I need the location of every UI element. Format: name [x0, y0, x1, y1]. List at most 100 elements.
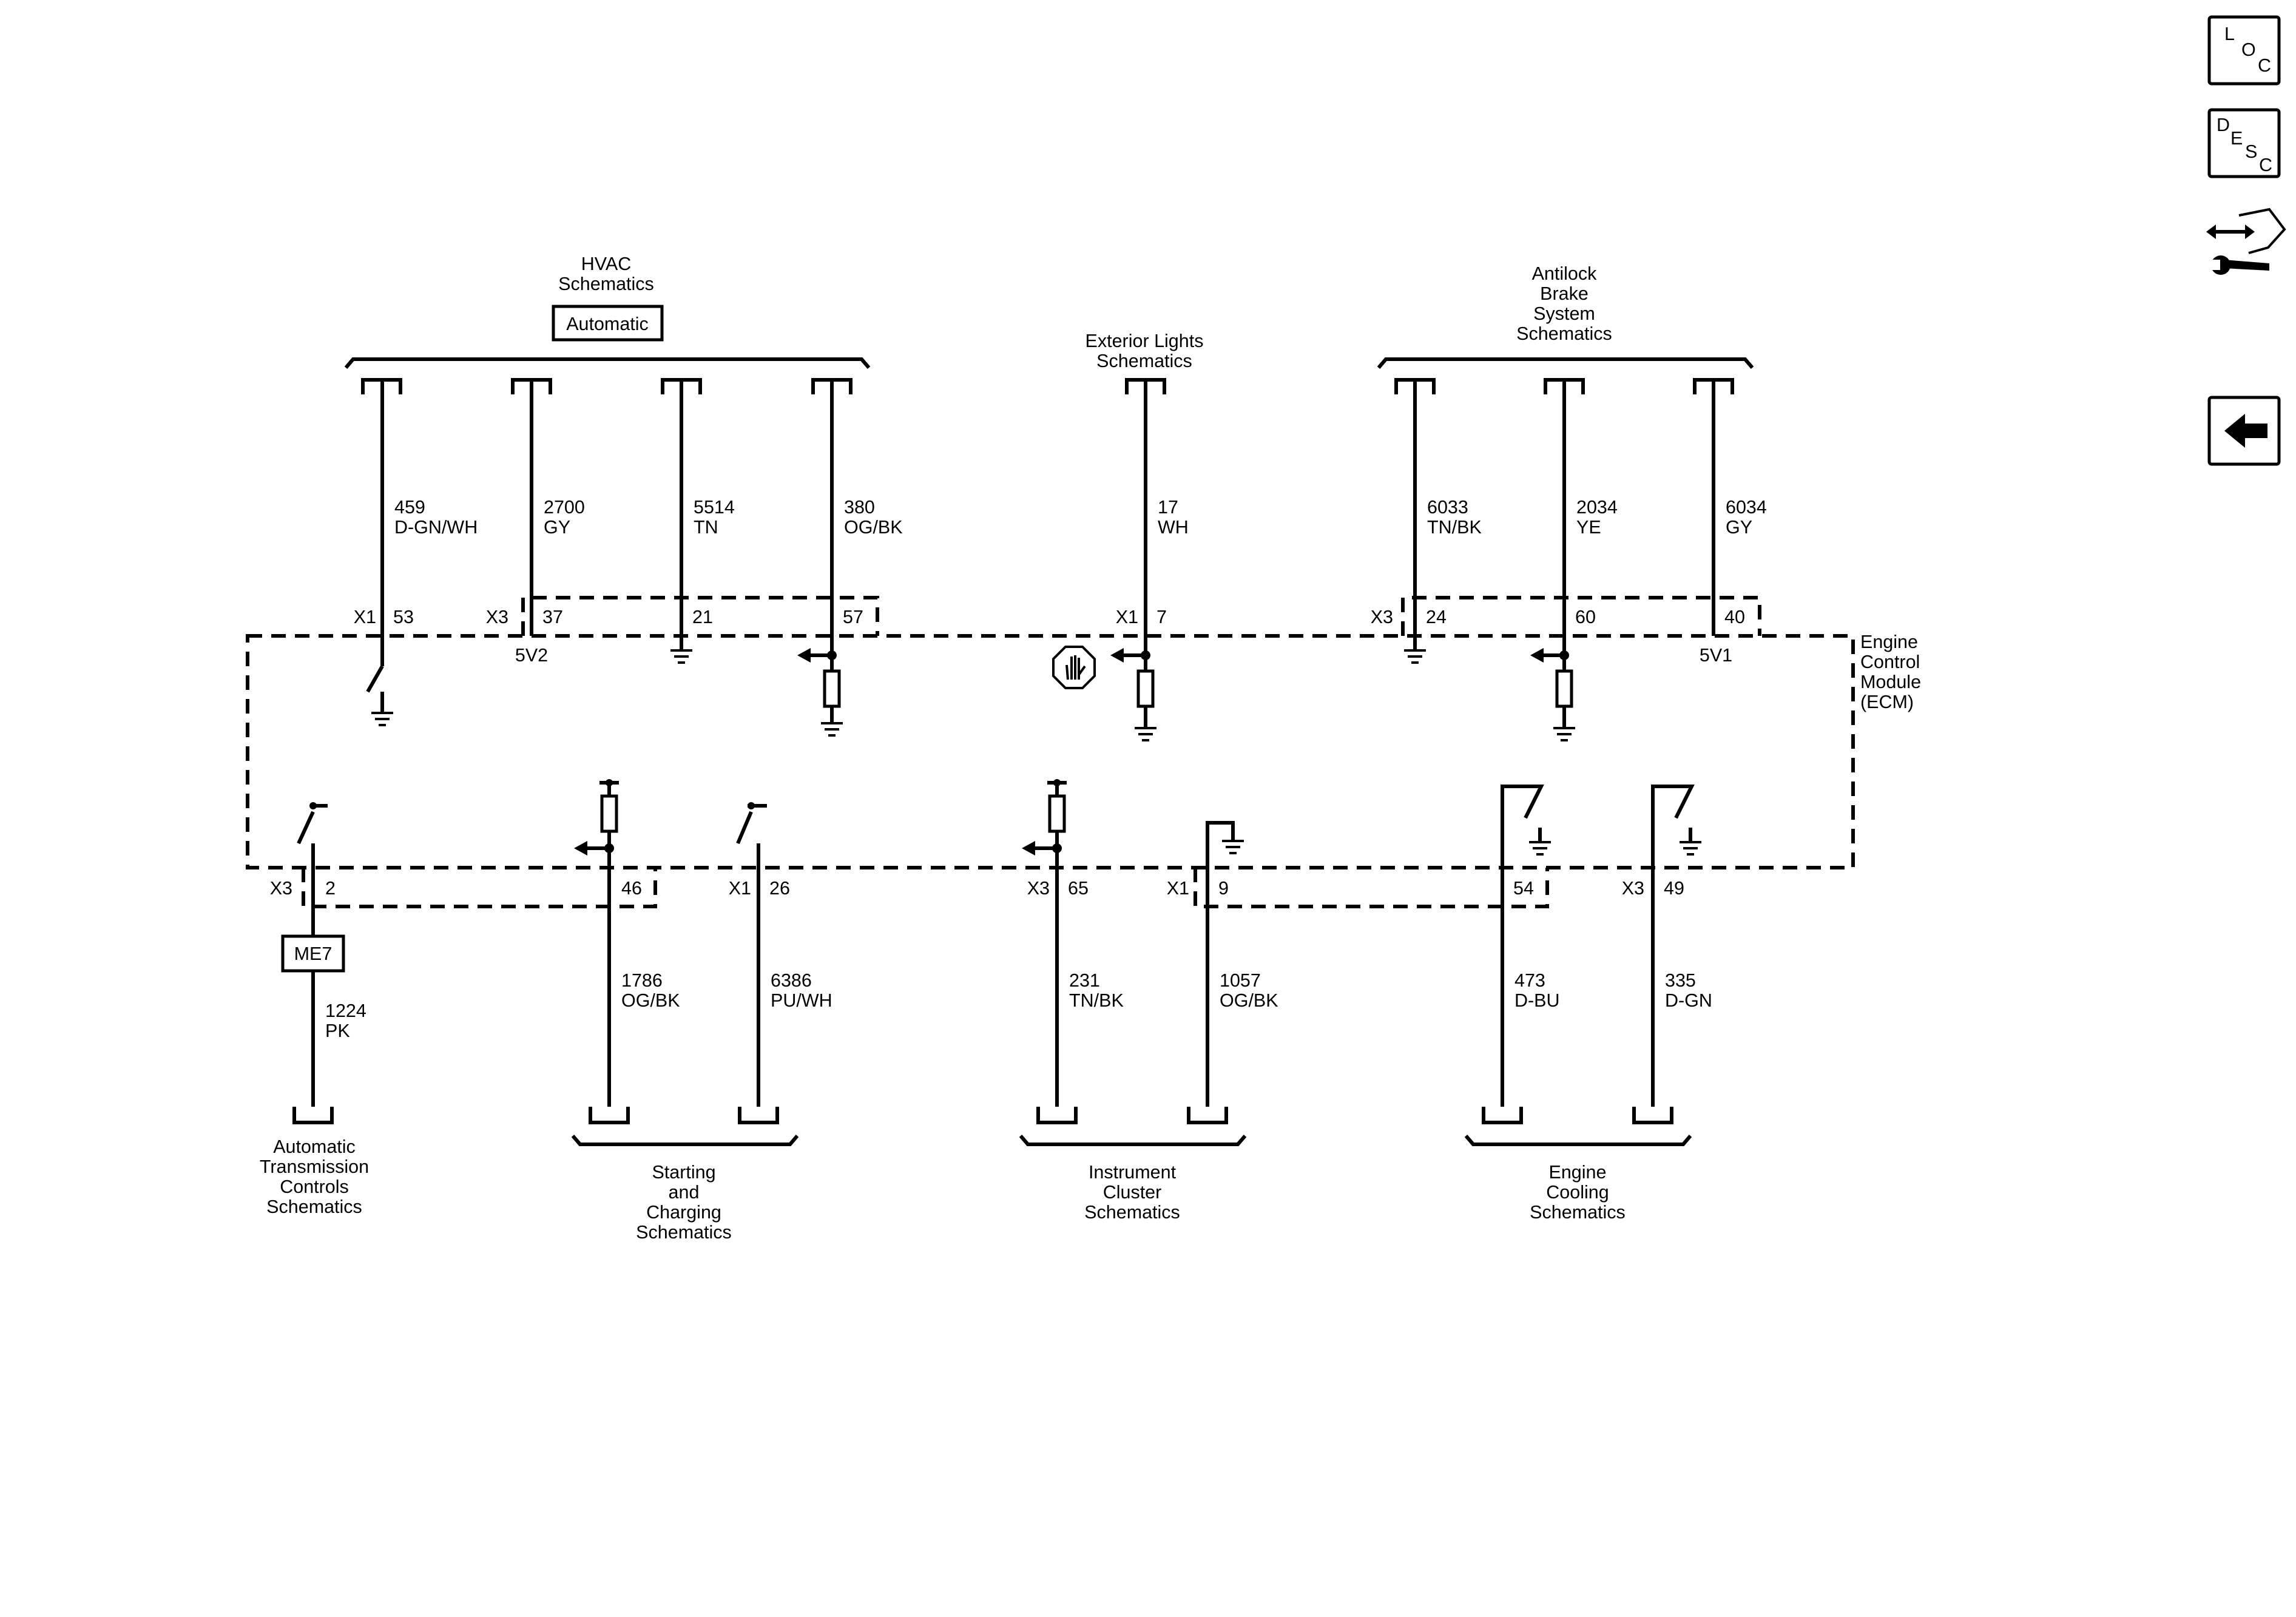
transmission-schematics-label[interactable]: Automatic Transmission Controls Schemati…: [260, 1136, 369, 1217]
hvac-schematics-label[interactable]: HVAC Schematics: [558, 254, 654, 294]
trans-label-line3: Controls: [280, 1176, 349, 1197]
wire-circuit-number: 1057: [1220, 970, 1261, 991]
charging-label-line1: Starting: [652, 1162, 715, 1183]
internal-ground-pin9: [1206, 821, 1244, 868]
pin-number: 26: [769, 878, 790, 899]
connector-id: X3: [270, 878, 292, 899]
cluster-label-line3: Schematics: [1084, 1202, 1180, 1223]
connector-x3-bottom-outline: [302, 868, 657, 908]
connector-id: X3: [1622, 878, 1644, 899]
hvac-option-box: [552, 305, 664, 342]
wire-circuit-number: 380: [844, 497, 875, 518]
charging-label-line4: Schematics: [636, 1222, 732, 1243]
cluster-label-line1: Instrument: [1089, 1162, 1177, 1183]
cluster-group-brace: [1019, 1135, 1247, 1146]
reference-voltage-label: 5V1: [1700, 645, 1732, 666]
bottom-circuit-labels: 1224 PK 1786 OG/BK 6386 PU/WH 231 TN/BK …: [325, 970, 1712, 1041]
wire-circuit-number: 1786: [621, 970, 663, 991]
bottom-wires: [311, 843, 1655, 1107]
connector-id: X1: [1116, 607, 1138, 627]
top-connectors: [361, 378, 1734, 394]
pin-number: 54: [1513, 878, 1534, 899]
charging-group-brace: [571, 1135, 799, 1146]
wire-color: GY: [1726, 517, 1752, 538]
connector-id: X3: [1027, 878, 1050, 899]
ecm-label-line1: Engine: [1860, 632, 1918, 652]
cluster-schematics-label[interactable]: Instrument Cluster Schematics: [1084, 1162, 1180, 1223]
wire-color: WH: [1158, 517, 1189, 538]
wire-circuit-number: 335: [1665, 970, 1696, 991]
splice-pack-box[interactable]: [281, 934, 345, 973]
ground-icon: [1404, 649, 1426, 664]
wire-circuit-number: 459: [394, 497, 425, 518]
desc-label-s: S: [2245, 141, 2257, 162]
trans-label-line2: Transmission: [260, 1156, 369, 1177]
desc-label-c: C: [2259, 155, 2272, 175]
pin-number: 40: [1724, 607, 1745, 627]
exterior-lights-schematics-label[interactable]: Exterior Lights Schematics: [1086, 331, 1204, 371]
charging-label-line3: Charging: [646, 1202, 721, 1223]
pin-number: 49: [1664, 878, 1684, 899]
abs-label-line2: Brake: [1540, 283, 1589, 304]
hvac-label-line1: HVAC: [581, 254, 631, 274]
back-button[interactable]: [2207, 396, 2281, 466]
back-arrow-icon: [2224, 414, 2267, 448]
top-wires: [380, 380, 1715, 671]
connector-id: X3: [486, 607, 508, 627]
internal-resistor-pin65: [1022, 779, 1067, 868]
pin-number: 9: [1218, 878, 1229, 899]
wire-circuit-number: 6033: [1427, 497, 1468, 518]
top-pin-labels: X1 53 X3 37 21 57 X1 7 X3 24 60 40 5V2 5…: [354, 607, 1745, 666]
hvac-option-label: Automatic: [566, 314, 649, 334]
abs-label-line1: Antilock: [1532, 263, 1598, 284]
ecm-label-line2: Control: [1860, 652, 1920, 672]
connector-id: X3: [1371, 607, 1393, 627]
pin-number: 21: [692, 607, 713, 627]
abs-label-line3: System: [1533, 303, 1595, 324]
desc-button[interactable]: D E S C: [2207, 108, 2281, 178]
wire-color: TN: [694, 517, 718, 538]
wire-circuit-number: 17: [1158, 497, 1178, 518]
loc-label-l: L: [2224, 24, 2235, 44]
wire-color: D-GN/WH: [394, 517, 478, 538]
wire-circuit-number: 6386: [771, 970, 812, 991]
wire-color: D-GN: [1665, 990, 1712, 1011]
cooling-label-line2: Cooling: [1546, 1182, 1609, 1203]
charging-schematics-label[interactable]: Starting and Charging Schematics: [636, 1162, 732, 1243]
wire-color: TN/BK: [1427, 517, 1482, 538]
internal-switch-pin2: [297, 802, 328, 845]
internal-switch-pin26: [736, 802, 767, 845]
wire-circuit-number: 6034: [1726, 497, 1767, 518]
wire-circuit-number: 1224: [325, 1001, 366, 1021]
reference-voltage-label: 5V2: [515, 645, 548, 666]
wire-circuit-number: 5514: [694, 497, 735, 518]
abs-schematics-label[interactable]: Antilock Brake System Schematics: [1516, 263, 1612, 344]
abs-label-line4: Schematics: [1516, 323, 1612, 344]
pin-number: 37: [542, 607, 563, 627]
wire-color: YE: [1576, 517, 1601, 538]
cooling-label-line3: Schematics: [1530, 1202, 1626, 1223]
internal-switch-pin54: [1501, 785, 1551, 868]
loc-button[interactable]: L O C: [2207, 15, 2281, 86]
ground-icon: [670, 649, 692, 664]
connector-id: X1: [1167, 878, 1189, 899]
ecm-module-label: Engine Control Module (ECM): [1860, 632, 1921, 712]
ecm-module-outline: [246, 634, 1855, 869]
wire-circuit-number: 2034: [1576, 497, 1618, 518]
internal-resistor-pin46: [574, 779, 619, 868]
pin-number: 24: [1426, 607, 1447, 627]
internal-resistor-pin7: [1110, 648, 1156, 741]
wire-color: OG/BK: [844, 517, 903, 538]
cooling-label-line1: Engine: [1549, 1162, 1607, 1183]
pin-number: 7: [1156, 607, 1167, 627]
cluster-label-line2: Cluster: [1103, 1182, 1162, 1203]
pin-number: 65: [1068, 878, 1089, 899]
pin-number: 60: [1575, 607, 1596, 627]
trans-label-line4: Schematics: [266, 1197, 362, 1217]
connector-end-view-icon[interactable]: [2206, 208, 2286, 275]
cooling-schematics-label[interactable]: Engine Cooling Schematics: [1530, 1162, 1626, 1223]
charging-label-line2: and: [669, 1182, 700, 1203]
wire-circuit-number: 473: [1514, 970, 1545, 991]
wire-color: TN/BK: [1069, 990, 1124, 1011]
